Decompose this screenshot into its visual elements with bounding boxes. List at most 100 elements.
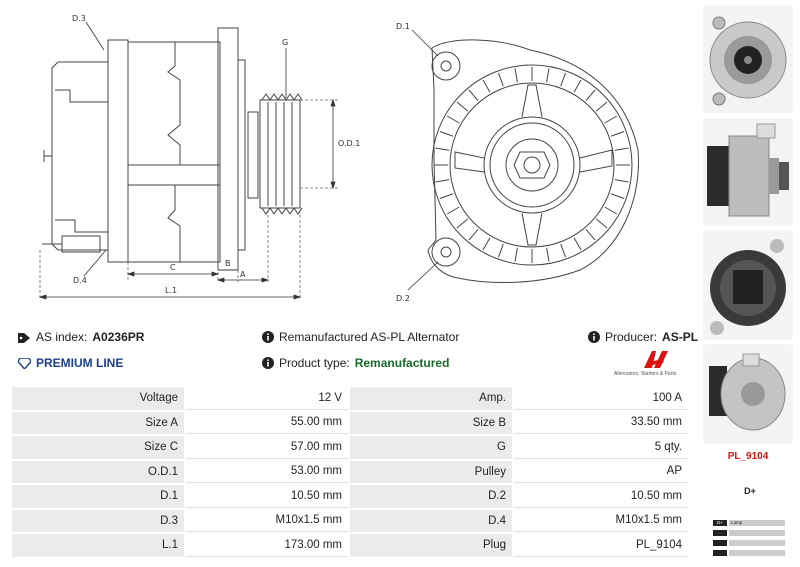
info-icon [262, 357, 274, 369]
vent-slot [514, 68, 518, 83]
vent-slot [546, 68, 550, 83]
plug-label: PL_9104 [727, 451, 769, 462]
legend-key [713, 540, 727, 546]
vent-slot [610, 193, 625, 199]
diamond-icon [18, 357, 31, 369]
spec-value: 5 qty. [514, 436, 688, 459]
legend-row [713, 550, 785, 556]
product-photo-front[interactable] [703, 5, 793, 113]
spec-label: L.1 [12, 534, 184, 557]
vent-slot [585, 89, 596, 101]
legend-value [729, 550, 785, 556]
as-index-value: A0236PR [92, 330, 145, 344]
spec-label: Size A [12, 411, 184, 434]
table-row: Size A 55.00 mm Size B 33.50 mm [12, 411, 688, 434]
tag-icon [18, 332, 30, 343]
spec-value: 12 V [186, 387, 348, 410]
side-view-drawing [38, 21, 340, 300]
label-d4: D.4 [73, 276, 87, 285]
vent-slot [456, 218, 468, 229]
spec-value: 10.50 mm [514, 485, 688, 508]
producer: Producer: AS-PL [588, 330, 698, 344]
table-row: L.1 173.00 mm Plug PL_9104 [12, 534, 688, 557]
legend-key: D+ [713, 520, 727, 526]
legend-value: Lamp [729, 520, 785, 526]
vent-slot [560, 243, 566, 258]
vent-slot [596, 101, 608, 112]
vent-slot [439, 193, 454, 199]
info-icon [588, 331, 600, 343]
vent-slot [604, 115, 618, 124]
product-title-text: Remanufactured AS-PL Alternator [279, 330, 460, 344]
label-c: C [170, 263, 176, 272]
product-photo-angle[interactable] [703, 344, 793, 444]
spec-label: D.2 [350, 485, 512, 508]
spec-value: 53.00 mm [186, 460, 348, 483]
legend-key [713, 530, 727, 536]
legend-key [713, 550, 727, 556]
premium-line: PREMIUM LINE [18, 356, 123, 370]
vent-slot [573, 237, 582, 251]
as-index: AS index: A0236PR [18, 330, 144, 344]
vent-slot [468, 89, 479, 101]
table-row: D.3 M10x1.5 mm D.4 M10x1.5 mm [12, 509, 688, 532]
label-d2: D.2 [396, 294, 410, 303]
product-photo-side[interactable] [703, 118, 793, 226]
product-type: Product type: Remanufactured [262, 356, 449, 370]
terminal-label: D+ [744, 486, 756, 496]
producer-value: AS-PL [662, 330, 699, 344]
spec-value: PL_9104 [514, 534, 688, 557]
vent-slot [439, 131, 454, 137]
label-l1: L.1 [165, 286, 178, 295]
vent-slot [482, 237, 491, 251]
vent-slot [446, 115, 460, 124]
producer-label: Producer: [605, 330, 658, 344]
premium-line-text: PREMIUM LINE [36, 356, 124, 370]
spec-label: D.1 [12, 485, 184, 508]
spec-value: 55.00 mm [186, 411, 348, 434]
spec-label: D.4 [350, 509, 512, 532]
spec-value: M10x1.5 mm [186, 509, 348, 532]
as-logo-icon [644, 351, 668, 368]
legend-value [729, 540, 785, 546]
vent-slot [456, 101, 468, 112]
logo-tagline: Alternators, Starters & Parts [614, 371, 677, 377]
vent-slot [604, 206, 618, 215]
spec-label: O.D.1 [12, 460, 184, 483]
vent-slot [482, 79, 491, 93]
spec-value: 10.50 mm [186, 485, 348, 508]
front-view-drawing [407, 29, 639, 291]
spec-label: Plug [350, 534, 512, 557]
label-d1: D.1 [396, 22, 410, 31]
vent-slot [435, 179, 450, 183]
product-title: Remanufactured AS-PL Alternator [262, 330, 459, 344]
legend-row [713, 530, 785, 536]
vent-slot [573, 79, 582, 93]
spec-value: AP [514, 460, 688, 483]
spec-label: Size C [12, 436, 184, 459]
as-index-label: AS index: [36, 330, 88, 344]
label-b: B [225, 259, 231, 268]
vent-slot [498, 72, 504, 87]
spec-label: Voltage [12, 387, 184, 410]
spec-value: 57.00 mm [186, 436, 348, 459]
label-g: G [282, 38, 289, 47]
legend-value [729, 530, 785, 536]
vent-slot [560, 72, 566, 87]
terminal-legend: D+Lamp [713, 520, 785, 560]
vent-slot [614, 179, 629, 183]
info-icon [262, 331, 274, 343]
vent-slot [446, 206, 460, 215]
table-row: O.D.1 53.00 mm Pulley AP [12, 460, 688, 483]
product-type-value: Remanufactured [354, 356, 450, 370]
product-photo-rear[interactable] [703, 230, 793, 340]
vent-slot [435, 147, 450, 151]
spec-value: 100 A [514, 387, 688, 410]
spec-label: Pulley [350, 460, 512, 483]
label-od1: O.D.1 [338, 139, 361, 148]
table-row: Size C 57.00 mm G 5 qty. [12, 436, 688, 459]
vent-slot [546, 247, 550, 262]
vent-slot [585, 229, 596, 241]
spec-value: 33.50 mm [514, 411, 688, 434]
spec-label: D.3 [12, 509, 184, 532]
